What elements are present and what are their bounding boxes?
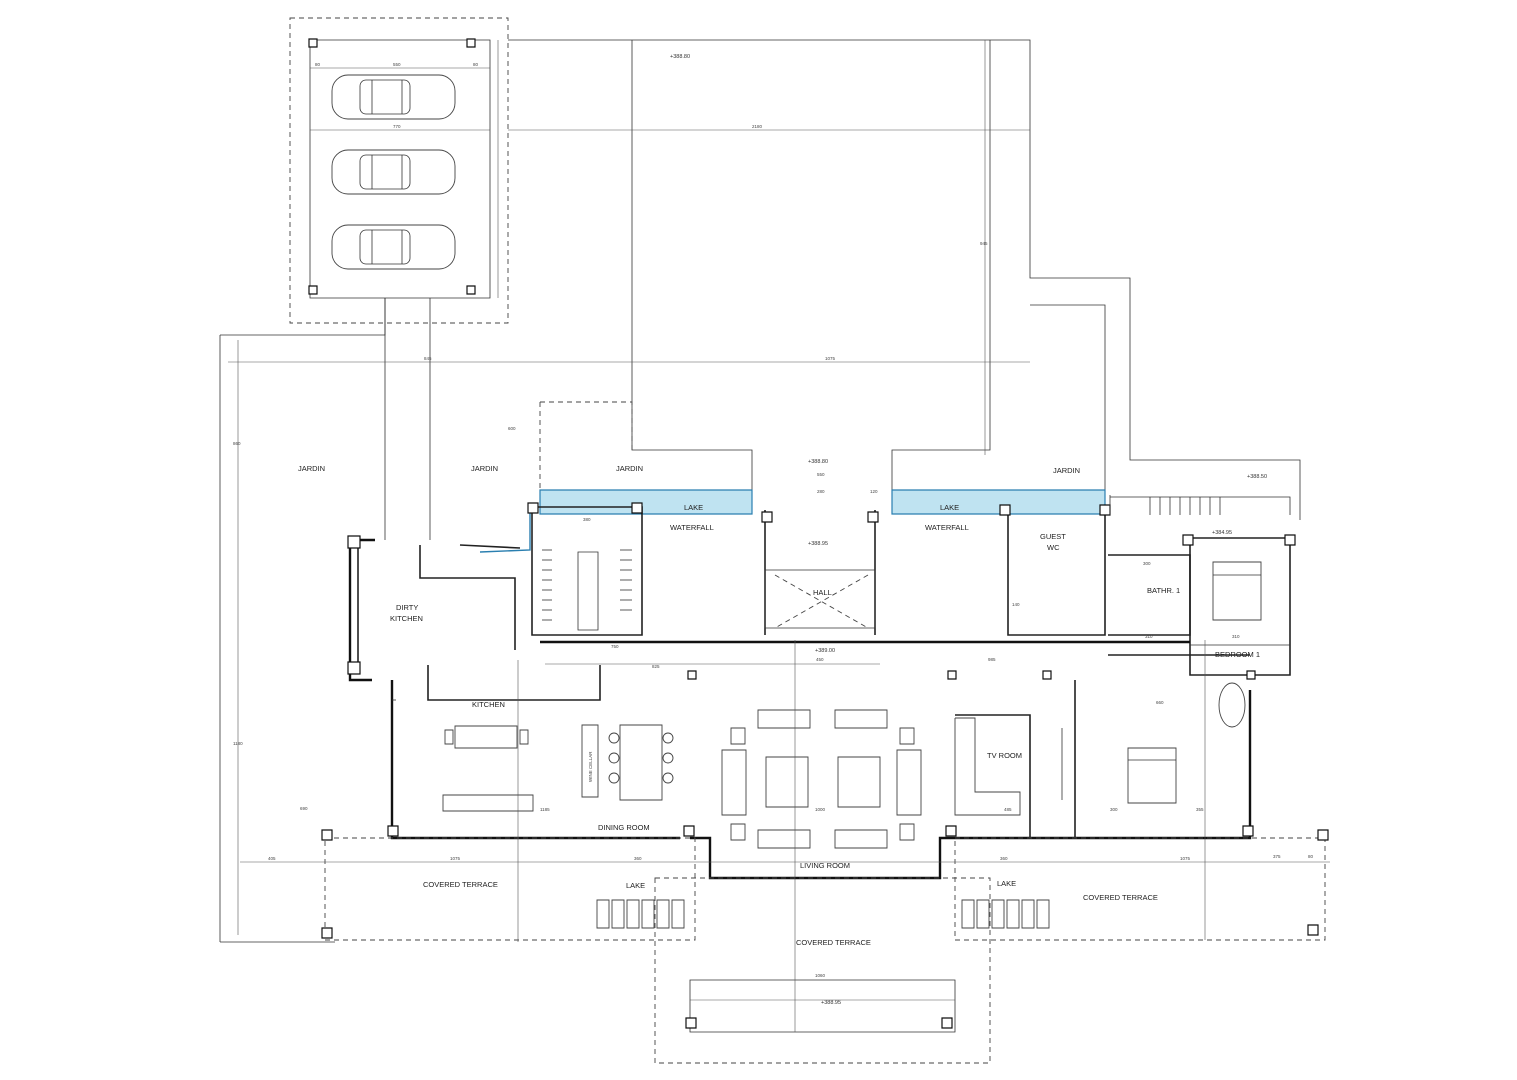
dim-355: 355 (1196, 807, 1204, 812)
dim-985: 985 (988, 657, 996, 662)
columns (322, 503, 1328, 1028)
label-covered-terrace-3: COVERED TERRACE (796, 938, 871, 947)
dim-80-b: 80 (473, 62, 479, 67)
label-lake-4: LAKE (997, 879, 1016, 888)
bathtub (1218, 682, 1246, 728)
dim-1000: 1000 (815, 807, 826, 812)
living-room-sofas (722, 710, 921, 848)
label-living-room: LIVING ROOM (800, 861, 850, 870)
car-icon (332, 75, 455, 119)
dim-825: 825 (652, 664, 660, 669)
dim-310: 310 (1232, 634, 1240, 639)
dim-600: 600 (508, 426, 516, 431)
dim-450: 450 (816, 657, 824, 662)
wine-cellar-unit (582, 725, 598, 797)
dim-1075-b: 1075 (450, 856, 461, 861)
level-entry: +388.80 (808, 459, 828, 465)
label-bedroom: BEDROOM 1 (1215, 650, 1260, 659)
level-bedroom: +384.95 (1212, 530, 1232, 536)
dim-860: 860 (233, 441, 241, 446)
dim-1075-c: 1075 (1180, 856, 1191, 861)
label-kitchen: KITCHEN (472, 700, 505, 709)
level-top: +388.80 (670, 54, 690, 60)
level-right-top: +388.50 (1247, 474, 1267, 480)
dim-360: 360 (634, 856, 642, 861)
label-jardin-4: JARDIN (1053, 466, 1080, 475)
label-covered-terrace-1: COVERED TERRACE (423, 880, 498, 889)
level-main: +389.00 (815, 648, 835, 654)
dining-table (609, 725, 673, 800)
dim-1075: 1075 (825, 356, 836, 361)
dim-945: 945 (980, 241, 988, 246)
dim-405: 405 (268, 856, 276, 861)
dim-690: 690 (300, 806, 308, 811)
dim-750: 750 (611, 644, 619, 649)
label-wine-cellar: WINE CELLAR (588, 751, 593, 782)
label-waterfall-2: WATERFALL (925, 523, 969, 532)
dim-550-b: 550 (817, 472, 825, 477)
dim-2180: 2180 (752, 124, 763, 129)
dim-360-b: 360 (1000, 856, 1008, 861)
label-dining-room: DINING ROOM (598, 823, 650, 832)
bed (1213, 562, 1261, 620)
dim-300: 300 (1143, 561, 1151, 566)
car-icon (332, 150, 455, 194)
level-labels: +388.80 +388.80 +388.50 +388.95 +384.95 … (670, 54, 1267, 1006)
lake-right (892, 490, 1105, 514)
kitchen-island (443, 726, 533, 811)
label-covered-terrace-2: COVERED TERRACE (1083, 893, 1158, 902)
bed (1128, 748, 1176, 803)
label-guest-wc-2: WC (1047, 543, 1060, 552)
label-tv-room: TV ROOM (987, 751, 1022, 760)
label-jardin-3: JARDIN (616, 464, 643, 473)
dim-1185: 1185 (540, 807, 550, 812)
dimension-labels: 2180 770 550 80 80 1075 845 945 860 1180… (233, 62, 1314, 978)
dim-845: 845 (424, 356, 432, 361)
label-bathroom: BATHR. 1 (1147, 586, 1180, 595)
dim-770: 770 (393, 124, 401, 129)
room-labels: JARDIN JARDIN JARDIN JARDIN LAKE LAKE WA… (298, 464, 1260, 947)
dim-550: 550 (393, 62, 401, 67)
dim-1060: 1060 (815, 973, 826, 978)
dim-300-b: 300 (1110, 807, 1118, 812)
terrace-loungers-right (962, 900, 1049, 928)
label-jardin-2: JARDIN (471, 464, 498, 473)
label-hall: HALL (813, 588, 832, 597)
site-boundary (220, 40, 1300, 942)
dim-280: 280 (817, 489, 825, 494)
hall-void (775, 575, 868, 628)
garage (290, 18, 508, 323)
dim-80-c: 80 (1308, 854, 1314, 859)
dim-375: 375 (1273, 854, 1281, 859)
dim-80: 80 (315, 62, 321, 67)
staircase (542, 495, 1290, 620)
dim-380: 380 (583, 517, 591, 522)
terrace-loungers-left (597, 900, 684, 928)
label-lake-3: LAKE (626, 881, 645, 890)
lake-left (540, 490, 752, 514)
dim-310-b: 310 (1145, 634, 1153, 639)
dim-140: 140 (1012, 602, 1020, 607)
dim-660: 660 (1156, 700, 1164, 705)
label-lake-2: LAKE (940, 503, 959, 512)
dim-485: 485 (1004, 807, 1012, 812)
label-dirty-kitchen-2: KITCHEN (390, 614, 423, 623)
level-terrace: +388.95 (821, 1000, 841, 1006)
label-dirty-kitchen-1: DIRTY (396, 603, 418, 612)
label-guest-wc-1: GUEST (1040, 532, 1066, 541)
axis-lines (240, 640, 1330, 1032)
label-waterfall-1: WATERFALL (670, 523, 714, 532)
level-hall: +388.95 (808, 541, 828, 547)
dim-120: 120 (870, 489, 878, 494)
label-lake-1: LAKE (684, 503, 703, 512)
water-channel (480, 505, 530, 552)
dim-1180: 1180 (233, 741, 243, 746)
tv-room-sofa (955, 718, 1062, 815)
car-icon (332, 225, 455, 269)
label-jardin-1: JARDIN (298, 464, 325, 473)
